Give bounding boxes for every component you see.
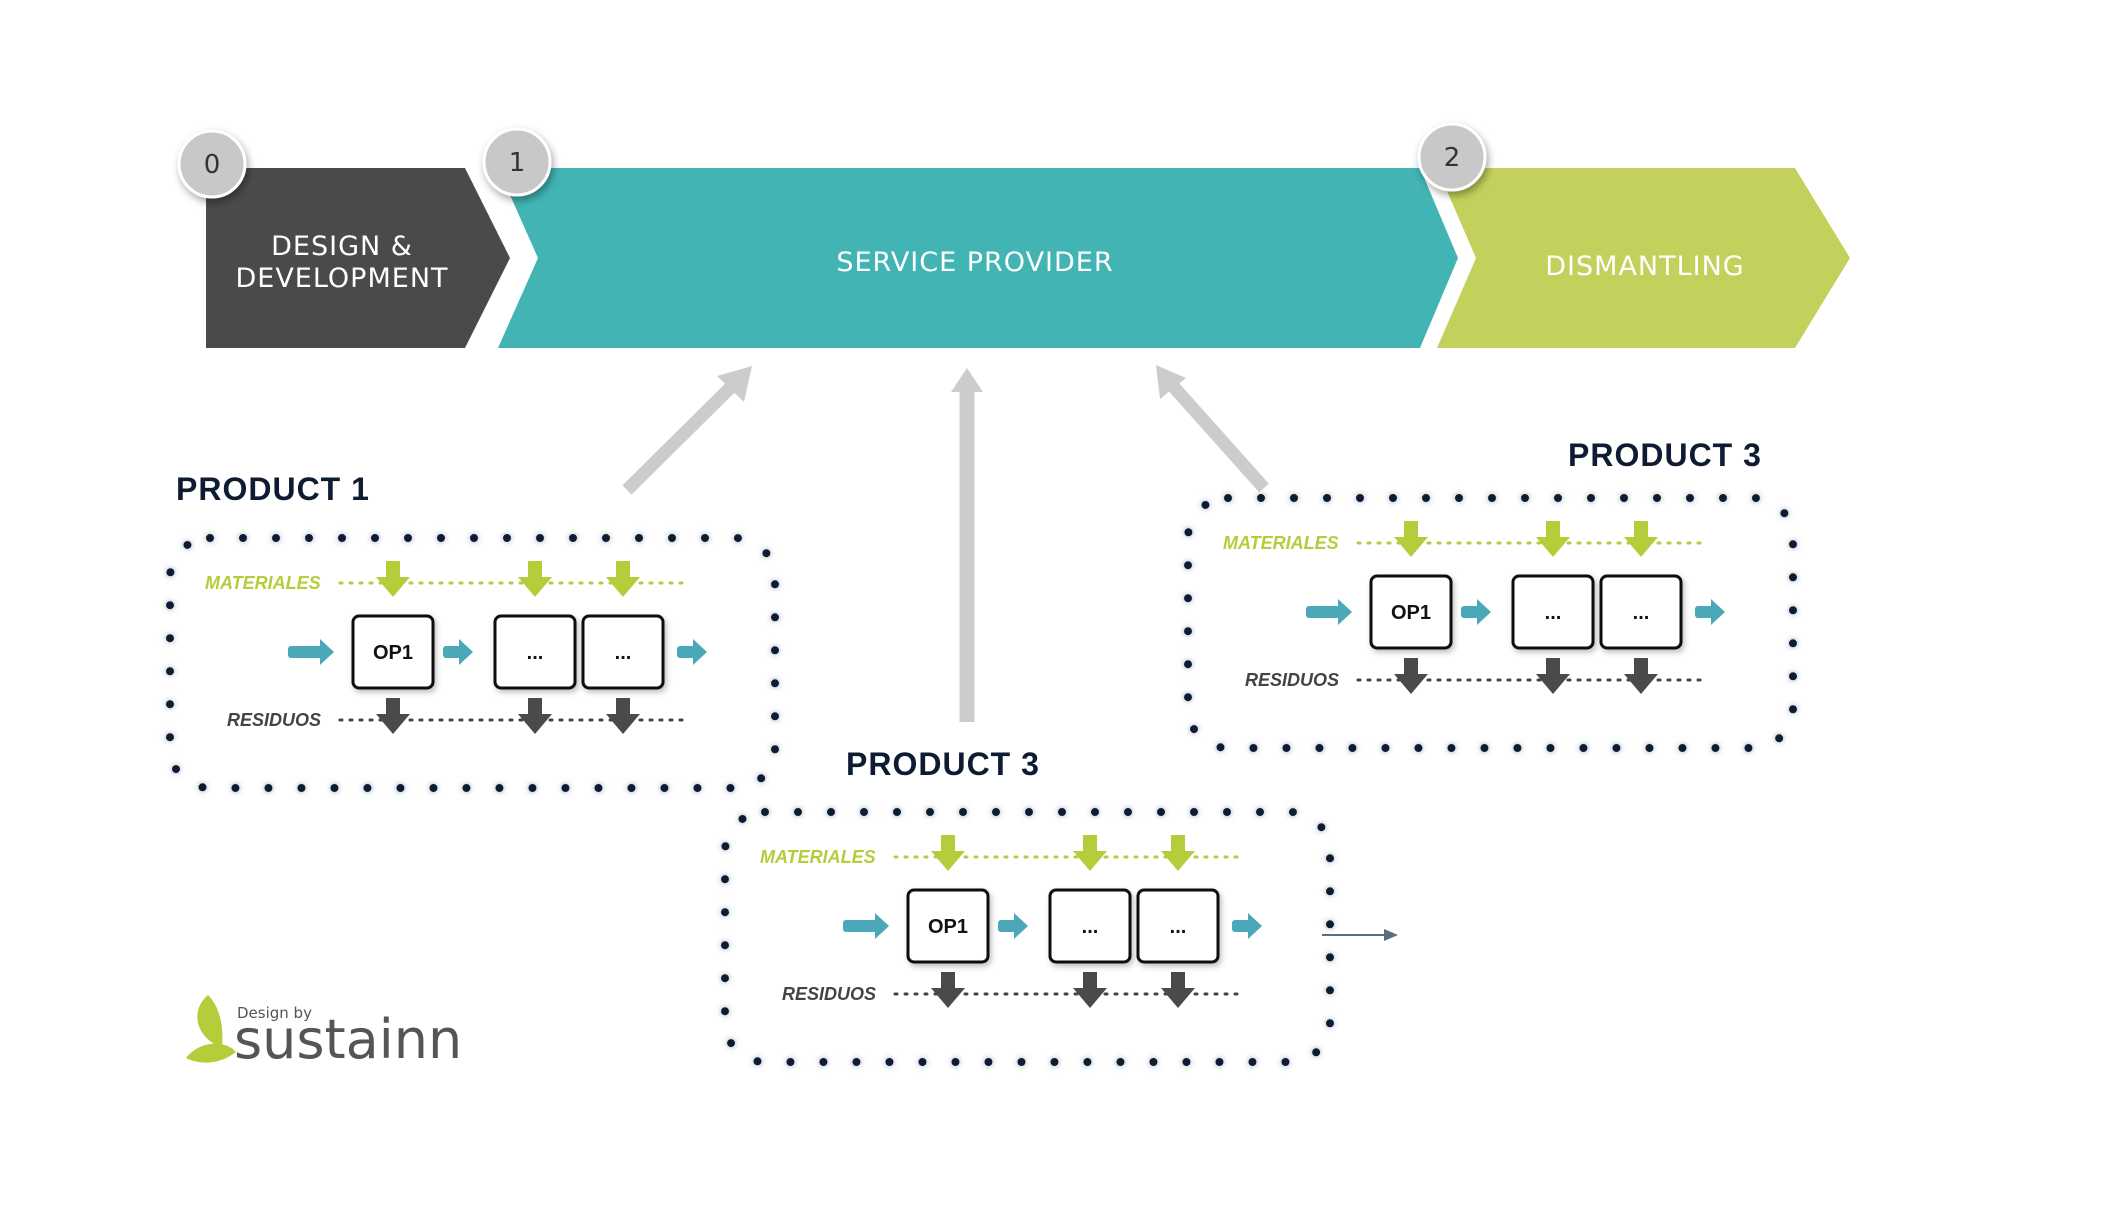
- dotted-frame: [1184, 494, 1797, 752]
- brand-tagline: Design by: [237, 1004, 312, 1022]
- operation-label: OP1: [928, 916, 968, 938]
- phase-design-development: DESIGN & DEVELOPMENT: [206, 168, 510, 348]
- dotted-frame: [721, 808, 1334, 1066]
- residuos-label: RESIDUOS: [227, 710, 321, 730]
- dotted-frame: [166, 534, 779, 792]
- step-badge-0: 0: [177, 129, 247, 199]
- phase-dismantling: DISMANTLING: [1437, 168, 1850, 348]
- operation-label: ...: [527, 642, 544, 664]
- material-input-arrow: [606, 561, 640, 597]
- output-arrow: [1322, 929, 1398, 941]
- connector-arrow-product1: [622, 366, 752, 495]
- waste-output-arrow: [518, 698, 552, 734]
- material-input-arrow: [1073, 835, 1107, 871]
- phase-chevron-shape: [206, 168, 510, 348]
- product-title: PRODUCT 3: [846, 746, 1040, 782]
- input-flow-arrow: [843, 913, 889, 939]
- operation-box: [906, 888, 990, 964]
- step-number: 0: [204, 150, 221, 180]
- input-flow-arrow: [1306, 599, 1352, 625]
- phase-label-line2: DEVELOPMENT: [235, 263, 448, 294]
- operation-label: ...: [1082, 916, 1099, 938]
- phase-label: DISMANTLING: [1545, 251, 1744, 282]
- material-input-arrow: [931, 835, 965, 871]
- waste-output-arrow: [1536, 658, 1570, 694]
- connector-arrow-product3-middle: [951, 368, 983, 722]
- waste-output-arrow: [1624, 658, 1658, 694]
- operation-label: ...: [1633, 602, 1650, 624]
- material-input-arrow: [1536, 521, 1570, 557]
- phase-service-provider: SERVICE PROVIDER: [498, 168, 1458, 348]
- residuos-label: RESIDUOS: [1245, 670, 1339, 690]
- flow-arrow: [1461, 599, 1491, 625]
- waste-output-arrow: [606, 698, 640, 734]
- operation-label: ...: [615, 642, 632, 664]
- product-group-3-middle: PRODUCT 3 MATERIALES RESIDUOS OP1......: [721, 746, 1334, 1066]
- brand-name: sustainn: [234, 1008, 462, 1071]
- leaf-icon: [197, 995, 223, 1047]
- operation-box: [493, 614, 577, 690]
- operation-box: [351, 614, 435, 690]
- operation-box: [1048, 888, 1132, 964]
- phase-label-line1: DESIGN &: [271, 231, 413, 262]
- waste-output-arrow: [1161, 972, 1195, 1008]
- residuos-label: RESIDUOS: [782, 984, 876, 1004]
- product-title: PRODUCT 3: [1568, 437, 1762, 473]
- step-number: 1: [509, 148, 526, 178]
- operation-label: ...: [1170, 916, 1187, 938]
- material-input-arrow: [1394, 521, 1428, 557]
- materiales-label: MATERIALES: [760, 847, 876, 867]
- step-number: 2: [1444, 143, 1461, 173]
- product-group-1: PRODUCT 1 MATERIALES RESIDUOS OP1......: [166, 471, 779, 792]
- phase-label: SERVICE PROVIDER: [836, 247, 1113, 278]
- waste-output-arrow: [1073, 972, 1107, 1008]
- leaf-icon: [186, 1043, 236, 1063]
- waste-output-arrow: [931, 972, 965, 1008]
- operation-box: [1369, 574, 1453, 650]
- waste-output-arrow: [1394, 658, 1428, 694]
- waste-output-arrow: [376, 698, 410, 734]
- operation-label: OP1: [1391, 602, 1431, 624]
- phase-chevron-shape: [498, 168, 1458, 348]
- operation-box: [1136, 888, 1220, 964]
- operation-label: OP1: [373, 642, 413, 664]
- output-flow-arrow: [1695, 599, 1725, 625]
- operation-label: ...: [1545, 602, 1562, 624]
- material-input-arrow: [1624, 521, 1658, 557]
- material-input-arrow: [376, 561, 410, 597]
- materiales-label: MATERIALES: [1223, 533, 1339, 553]
- operation-box: [1511, 574, 1595, 650]
- step-badge-2: 2: [1417, 122, 1487, 192]
- phase-chevron-shape: [1437, 168, 1850, 348]
- material-input-arrow: [1161, 835, 1195, 871]
- brand-logo: Design by sustainn: [186, 995, 462, 1071]
- product-title: PRODUCT 1: [176, 471, 370, 507]
- material-input-arrow: [518, 561, 552, 597]
- output-flow-arrow: [1232, 913, 1262, 939]
- materiales-label: MATERIALES: [205, 573, 321, 593]
- output-flow-arrow: [677, 639, 707, 665]
- connector-arrow-product3-right: [1156, 365, 1269, 493]
- input-flow-arrow: [288, 639, 334, 665]
- step-badge-1: 1: [482, 127, 552, 197]
- flow-arrow: [443, 639, 473, 665]
- operation-box: [581, 614, 665, 690]
- operation-box: [1599, 574, 1683, 650]
- product-group-3-right: PRODUCT 3 MATERIALES RESIDUOS OP1......: [1184, 437, 1797, 752]
- flow-arrow: [998, 913, 1028, 939]
